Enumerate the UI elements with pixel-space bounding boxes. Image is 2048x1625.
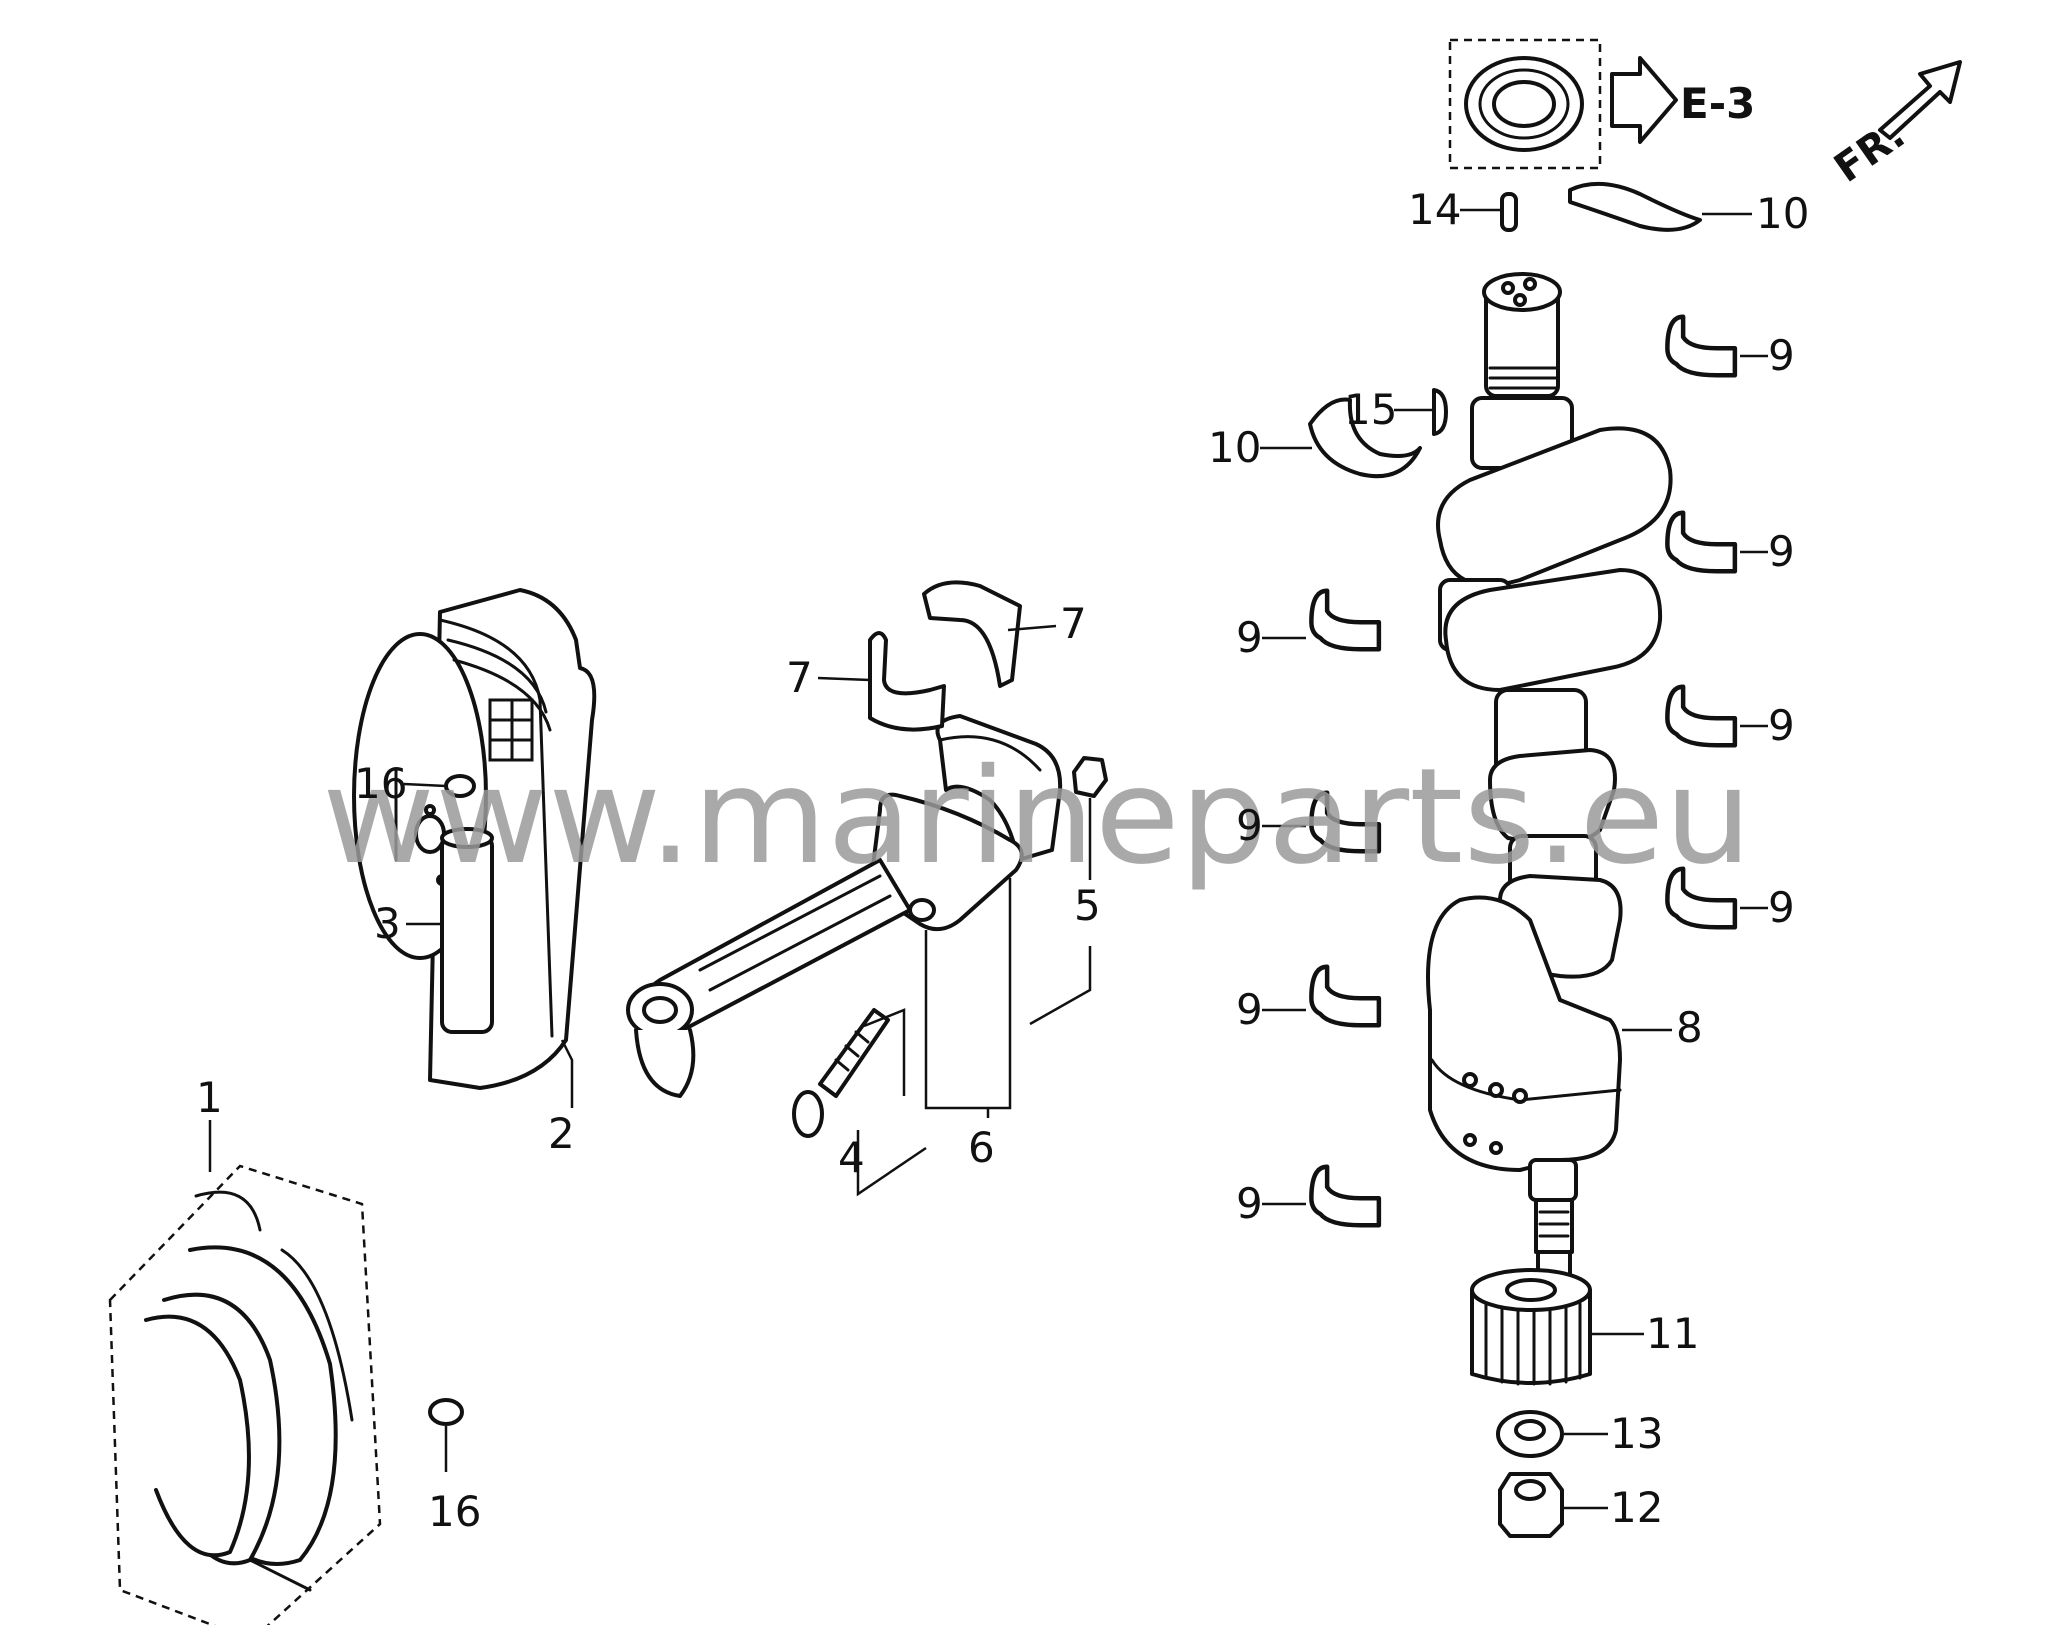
piston-pin-part-3 — [406, 827, 494, 1034]
front-direction-arrow: FR. — [1826, 60, 1962, 192]
callout-9-right-2: 9 — [1768, 527, 1795, 576]
dowel-pin-part-14 — [1460, 192, 1518, 232]
piston-pin-clip-part-16-upper — [403, 774, 476, 798]
main-bearing-part-9-right-4 — [1667, 869, 1768, 928]
callout-9-right-1: 9 — [1768, 331, 1795, 380]
rod-bearing-part-7-lower — [817, 631, 946, 732]
callout-8: 8 — [1676, 1003, 1703, 1052]
callout-10-lower: 10 — [1208, 423, 1261, 472]
main-bearing-part-9-left-4 — [1262, 1167, 1379, 1226]
callout-9-right-4: 9 — [1768, 883, 1795, 932]
callout-16-lower: 16 — [428, 1487, 481, 1536]
callout-13: 13 — [1610, 1409, 1663, 1458]
washer-part-13 — [1496, 1410, 1608, 1458]
rod-nut-part-5 — [1029, 756, 1108, 1026]
connecting-rod-part-6 — [626, 714, 1063, 1118]
callout-10-upper: 10 — [1756, 189, 1809, 238]
callout-14: 14 — [1408, 185, 1461, 234]
main-bearing-part-9-left-3 — [1262, 967, 1379, 1026]
callout-9-left-1: 9 — [1236, 613, 1263, 662]
callout-2: 2 — [548, 1109, 575, 1158]
piston-pin-clip-part-16-lower — [428, 1398, 464, 1472]
main-bearing-part-9-left-1 — [1262, 591, 1379, 650]
woodruff-key-part-15 — [1394, 388, 1448, 436]
callout-5: 5 — [1074, 881, 1101, 930]
callout-4: 4 — [838, 1133, 865, 1182]
piston-ring-set-part-1 — [108, 1120, 382, 1625]
main-bearing-part-9-left-2 — [1262, 793, 1379, 852]
main-bearing-part-9-right-1 — [1667, 317, 1768, 376]
callout-3: 3 — [374, 899, 401, 948]
reference-label: E-3 — [1680, 79, 1755, 128]
callout-1: 1 — [196, 1073, 223, 1122]
watermark-text: www.marineparts.eu — [322, 740, 1752, 894]
callout-7-lower: 7 — [786, 653, 813, 702]
rod-bearing-part-7-upper — [922, 580, 1057, 688]
nut-part-12 — [1498, 1472, 1608, 1538]
callout-9-left-3: 9 — [1236, 985, 1263, 1034]
callout-6: 6 — [968, 1123, 995, 1172]
crankshaft-part-8 — [1426, 272, 1673, 1282]
main-bearing-part-9-right-2 — [1667, 513, 1768, 572]
thrust-washer-part-10-lower — [1260, 397, 1422, 479]
callout-12: 12 — [1610, 1483, 1663, 1532]
callout-9-left-4: 9 — [1236, 1179, 1263, 1228]
oil-seal-reference-box: E-3 — [1448, 38, 1755, 170]
callout-16-upper: 16 — [354, 759, 407, 808]
callout-15: 15 — [1344, 385, 1397, 434]
thrust-washer-part-10-upper — [1568, 181, 1752, 232]
main-bearing-part-9-right-3 — [1667, 687, 1768, 746]
timing-gear-part-11 — [1470, 1268, 1644, 1386]
rod-cap-bolt-part-4 — [792, 1008, 927, 1197]
callout-9-left-2: 9 — [1236, 801, 1263, 850]
callout-11: 11 — [1646, 1309, 1699, 1358]
callout-7-upper: 7 — [1060, 599, 1087, 648]
reference-arrow — [1610, 56, 1678, 144]
callout-9-right-3: 9 — [1768, 701, 1795, 750]
